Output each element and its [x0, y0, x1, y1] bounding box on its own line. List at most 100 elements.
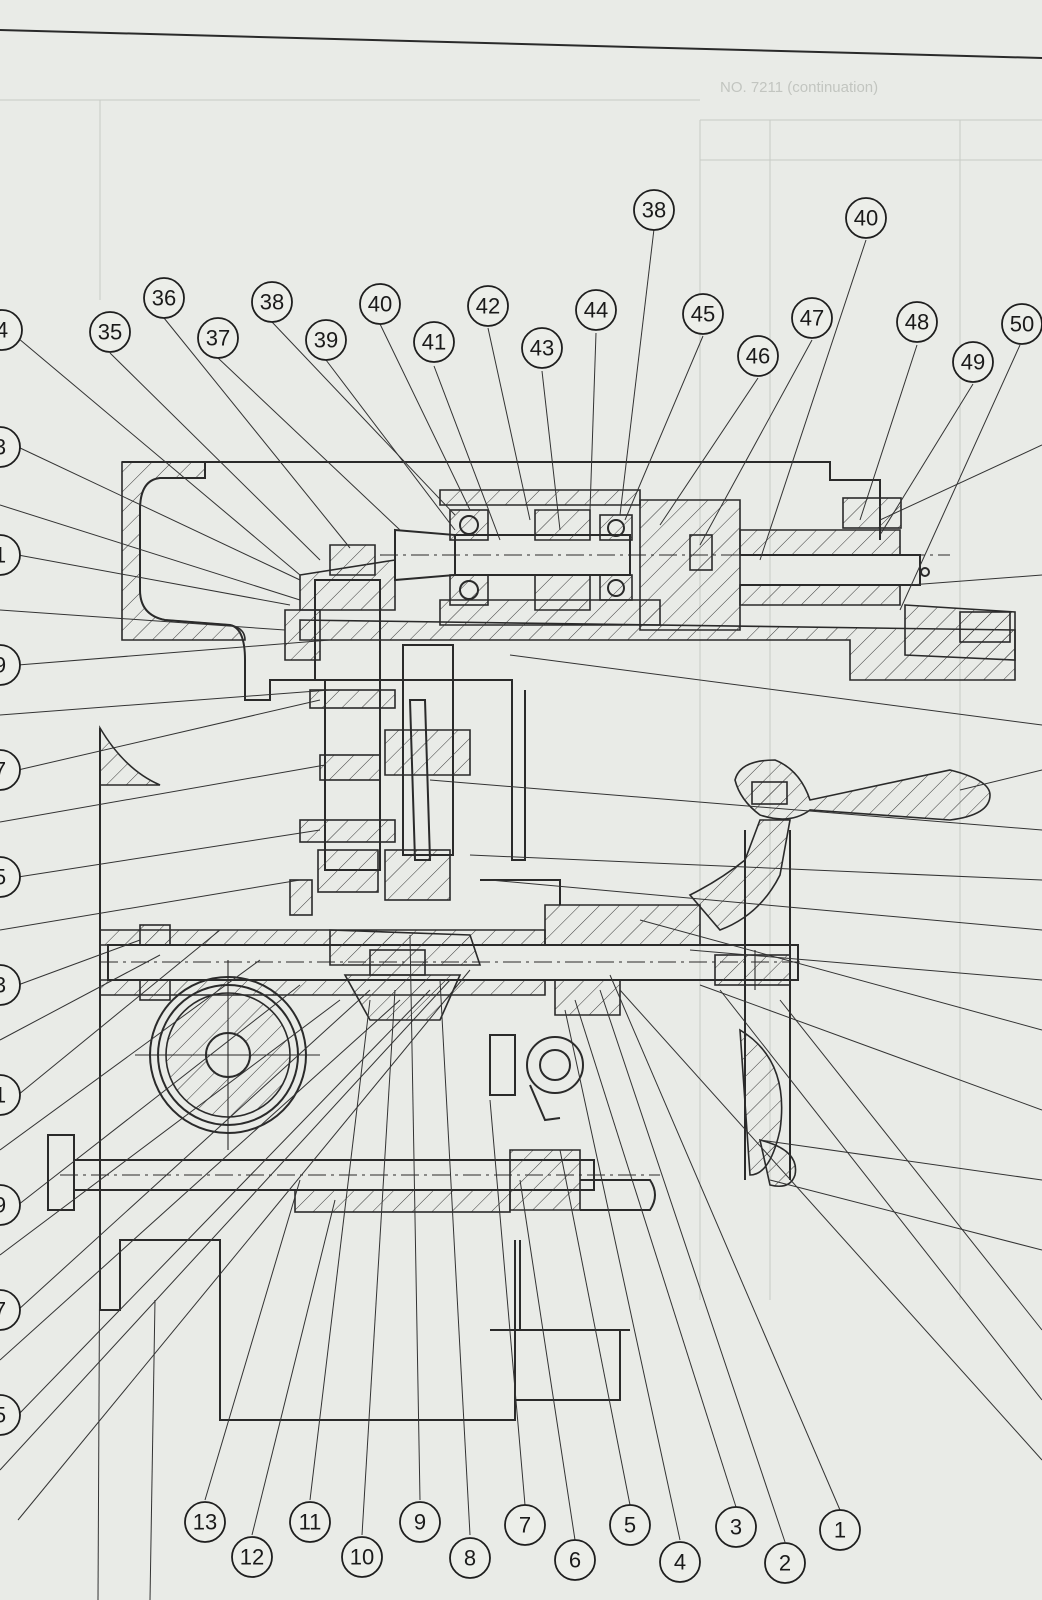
callout-bubble: 49 — [952, 341, 994, 383]
callout-bubble: 6 — [554, 1539, 596, 1581]
callout-circle — [737, 335, 779, 377]
callout-bubble: 38 — [251, 281, 293, 323]
callout-number: 1 — [0, 543, 6, 568]
callout-bubble: 9 — [0, 644, 21, 686]
callout-bubble: 45 — [682, 293, 724, 335]
callout-circle — [0, 749, 21, 791]
callout-bubble: 43 — [521, 327, 563, 369]
callout-bubble: 3 — [0, 964, 21, 1006]
callout-bubble: 1 — [0, 1074, 21, 1116]
callout-number: 37 — [206, 326, 230, 351]
show-through-table: NO. 7211 (continuation) — [0, 79, 1042, 1300]
callout-circle — [143, 277, 185, 319]
callout-circle — [715, 1506, 757, 1548]
callout-circle — [633, 189, 675, 231]
callout-number: 3 — [730, 1515, 742, 1540]
handwheel-crank — [688, 759, 991, 1188]
callout-circle — [305, 319, 347, 361]
callout-number: 36 — [152, 286, 176, 311]
callout-number: 38 — [642, 198, 666, 223]
callout-bubble: 12 — [231, 1536, 273, 1578]
callout-number: 40 — [854, 206, 878, 231]
callout-number: 8 — [464, 1546, 476, 1571]
callout-circle — [682, 293, 724, 335]
callout-circle — [0, 1289, 21, 1331]
worm-wheel — [135, 960, 320, 1150]
callout-circle — [896, 301, 938, 343]
callout-number: 12 — [240, 1545, 264, 1570]
vertical-gear-spindle — [284, 544, 471, 916]
callout-circle — [251, 281, 293, 323]
callout-bubble: 1 — [819, 1509, 861, 1551]
callout-number: 46 — [746, 344, 770, 369]
callout-number: 5 — [0, 865, 6, 890]
callout-number: 7 — [519, 1513, 531, 1538]
callout-circle — [359, 283, 401, 325]
callout-number: 1 — [0, 1083, 6, 1108]
lower-bolt — [47, 1134, 660, 1213]
callout-number: 40 — [368, 292, 392, 317]
callout-bubble: 4 — [0, 309, 23, 351]
callout-number: 44 — [584, 298, 608, 323]
callout-number: 42 — [476, 294, 500, 319]
ghost-header: NO. 7211 (continuation) — [720, 79, 878, 96]
callout-number: 43 — [530, 336, 554, 361]
callout-circle — [0, 856, 21, 898]
callout-bubble: 3 — [0, 426, 21, 468]
callout-number: 7 — [0, 1298, 6, 1323]
callout-circle — [197, 317, 239, 359]
callout-circle — [609, 1504, 651, 1546]
callout-circle — [0, 964, 21, 1006]
callout-bubble: 3 — [715, 1506, 757, 1548]
callout-number: 4 — [0, 318, 8, 343]
callout-number: 47 — [800, 306, 824, 331]
callout-circle — [231, 1536, 273, 1578]
callout-bubble: 9 — [0, 1184, 21, 1226]
callout-bubble: 4 — [659, 1541, 701, 1583]
callout-number: 38 — [260, 290, 284, 315]
callout-bubble: 9 — [399, 1501, 441, 1543]
callout-bubble: 7 — [0, 1289, 21, 1331]
callout-bubble: 44 — [575, 289, 617, 331]
callout-number: 5 — [0, 1403, 6, 1428]
callout-bubble: 47 — [791, 297, 833, 339]
callout-bubble: 7 — [504, 1504, 546, 1546]
callout-circle — [521, 327, 563, 369]
leader-lines-left — [0, 446, 471, 1521]
callout-number: 35 — [98, 320, 122, 345]
callout-bubble: 42 — [467, 285, 509, 327]
callout-number: 9 — [0, 1193, 6, 1218]
callout-circle — [0, 1074, 21, 1116]
callout-number: 9 — [0, 653, 6, 678]
callout-circle — [791, 297, 833, 339]
callout-number: 6 — [569, 1548, 581, 1573]
callout-bubble: 5 — [0, 1394, 21, 1436]
callout-number: 41 — [422, 330, 446, 355]
callout-circle — [341, 1536, 383, 1578]
callout-bubble: 5 — [609, 1504, 651, 1546]
callout-bubble: 2 — [764, 1542, 806, 1584]
callout-circle — [0, 534, 21, 576]
callout-number: 1 — [834, 1518, 846, 1543]
callout-bubble: 40 — [845, 197, 887, 239]
page-top-border — [0, 29, 1042, 59]
callout-bubble: 36 — [143, 277, 185, 319]
callout-circle — [575, 289, 617, 331]
leader-lines-right — [429, 444, 1042, 1461]
callout-circle — [554, 1539, 596, 1581]
callout-circle — [1001, 303, 1042, 345]
callout-bubble: 7 — [0, 749, 21, 791]
callout-bubble: 11 — [289, 1501, 331, 1543]
callout-bubble: 41 — [413, 321, 455, 363]
callout-circle — [399, 1501, 441, 1543]
base-block — [490, 1240, 630, 1401]
callout-bubble: 1 — [0, 534, 21, 576]
callout-bubble: 39 — [305, 319, 347, 361]
callout-number: 9 — [414, 1510, 426, 1535]
callout-number: 45 — [691, 302, 715, 327]
callout-number: 50 — [1010, 312, 1034, 337]
callout-circle — [449, 1537, 491, 1579]
